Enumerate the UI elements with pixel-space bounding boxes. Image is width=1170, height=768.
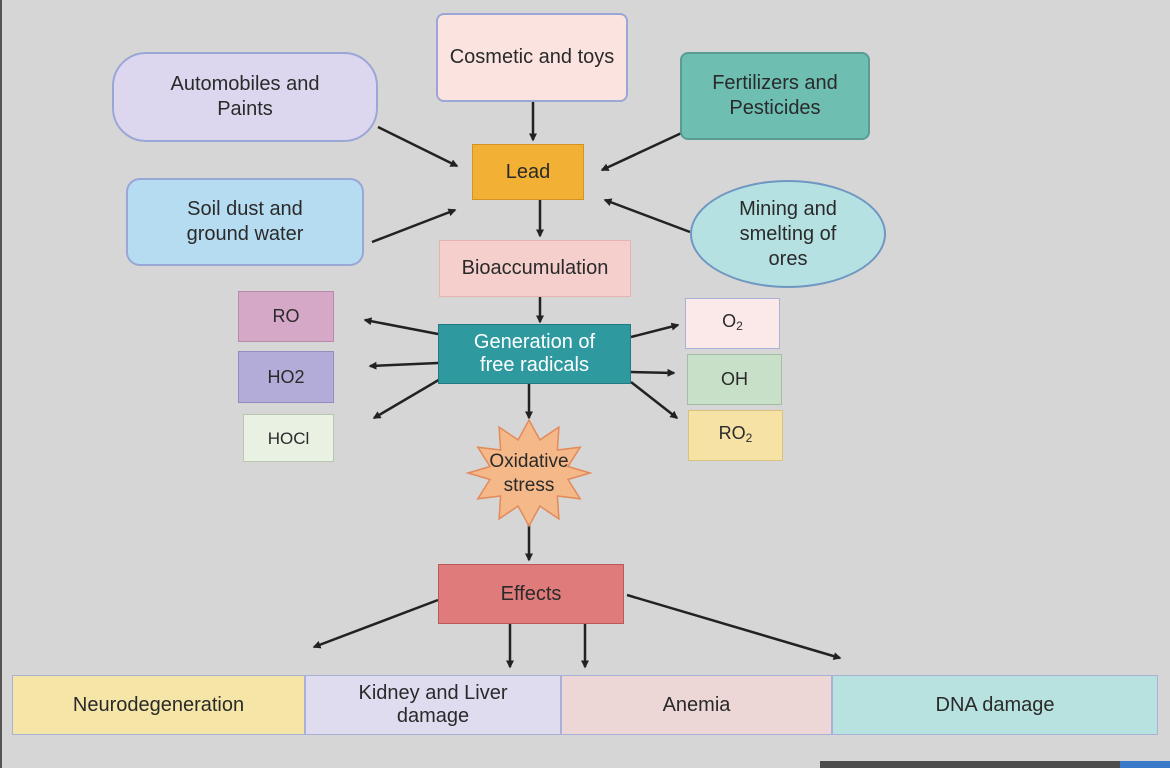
bottom-scroll-bar <box>820 761 1120 768</box>
free-radicals-box: Generation of free radicals <box>438 324 631 384</box>
source-cosmetics: Cosmetic and toys <box>436 13 628 102</box>
radical-oh-label: OH <box>721 369 748 389</box>
outcome-neurodegeneration: Neurodegeneration <box>12 675 305 735</box>
radical-o2-base: O <box>722 310 737 331</box>
source-automobiles: Automobiles and Paints <box>112 52 378 142</box>
radical-o2: O2 <box>685 298 780 349</box>
radical-ho2-label: HO2 <box>267 366 305 387</box>
arrow-effects-to-neuro <box>312 598 439 649</box>
effects-box: Effects <box>438 564 624 624</box>
bioaccumulation-box: Bioaccumulation <box>439 240 631 297</box>
outcome-kidney-line2: damage <box>396 705 470 727</box>
bioaccumulation-label: Bioaccumulation <box>461 257 609 279</box>
outcome-kidney-liver: Kidney and Liver damage <box>305 675 561 735</box>
radical-ho2: HO2 <box>238 351 334 403</box>
source-soil-line1: Soil dust and <box>187 198 303 220</box>
radical-ro-label: RO <box>272 306 300 326</box>
oxidative-stress-line2: stress <box>503 475 555 496</box>
lead-box: Lead <box>472 144 584 200</box>
outcome-anemia: Anemia <box>561 675 832 735</box>
oxidative-stress-label: Oxidative stress <box>468 448 590 500</box>
free-radicals-line1: Generation of <box>473 331 596 353</box>
source-mining-line3: ores <box>768 247 808 270</box>
arrow-radicals-to-hocl <box>372 376 443 420</box>
source-mining-line1: Mining and <box>739 197 837 220</box>
source-cosmetics-label: Cosmetic and toys <box>449 46 615 68</box>
outcome-neuro-label: Neurodegeneration <box>72 693 245 716</box>
arrow-radicals-to-o2 <box>630 322 680 339</box>
radical-hocl: HOCl <box>243 414 334 462</box>
radical-ro2: RO2 <box>688 410 783 461</box>
arrow-fertilizers-to-lead <box>600 128 689 172</box>
arrow-effects-to-dna <box>626 593 842 660</box>
arrow-radicals-to-ho2 <box>368 361 439 370</box>
outcome-dna-label: DNA damage <box>935 693 1055 716</box>
lead-label: Lead <box>505 160 551 183</box>
arrow-radicals-to-ro <box>363 317 439 336</box>
source-fertilizers: Fertilizers and Pesticides <box>680 52 870 140</box>
outcome-kidney-line1: Kidney and Liver <box>358 682 508 704</box>
effects-label: Effects <box>500 582 562 605</box>
source-fertilizers-line2: Pesticides <box>729 97 821 119</box>
source-mining-line2: smelting of <box>739 222 837 245</box>
source-mining: Mining and smelting of ores <box>690 180 886 288</box>
oxidative-stress-line1: Oxidative <box>489 451 569 472</box>
radical-o2-subscript: 2 <box>736 318 743 333</box>
radical-hocl-label: HOCl <box>267 428 310 448</box>
source-soil-line2: ground water <box>186 223 304 245</box>
arrow-radicals-to-oh <box>630 368 676 377</box>
radical-ro2-subscript: 2 <box>745 430 753 445</box>
outcome-anemia-label: Anemia <box>662 693 731 716</box>
source-soil: Soil dust and ground water <box>126 178 364 266</box>
source-automobiles-line1: Automobiles and <box>170 73 320 95</box>
free-radicals-line2: free radicals <box>480 354 589 376</box>
radical-ro: RO <box>238 291 334 342</box>
radical-ro2-base: RO <box>718 422 746 443</box>
arrow-soil-to-lead <box>371 208 457 244</box>
arrow-mining-to-lead <box>603 198 691 234</box>
source-automobiles-line2: Paints <box>217 98 273 120</box>
arrow-automobiles-to-lead <box>377 125 459 168</box>
arrow-radicals-to-ro2 <box>630 381 679 419</box>
outcome-dna-damage: DNA damage <box>832 675 1158 735</box>
bottom-accent-bar <box>1120 761 1170 768</box>
oxidative-stress-starburst <box>465 418 593 528</box>
radical-oh: OH <box>687 354 782 405</box>
source-fertilizers-line1: Fertilizers and <box>712 72 838 94</box>
